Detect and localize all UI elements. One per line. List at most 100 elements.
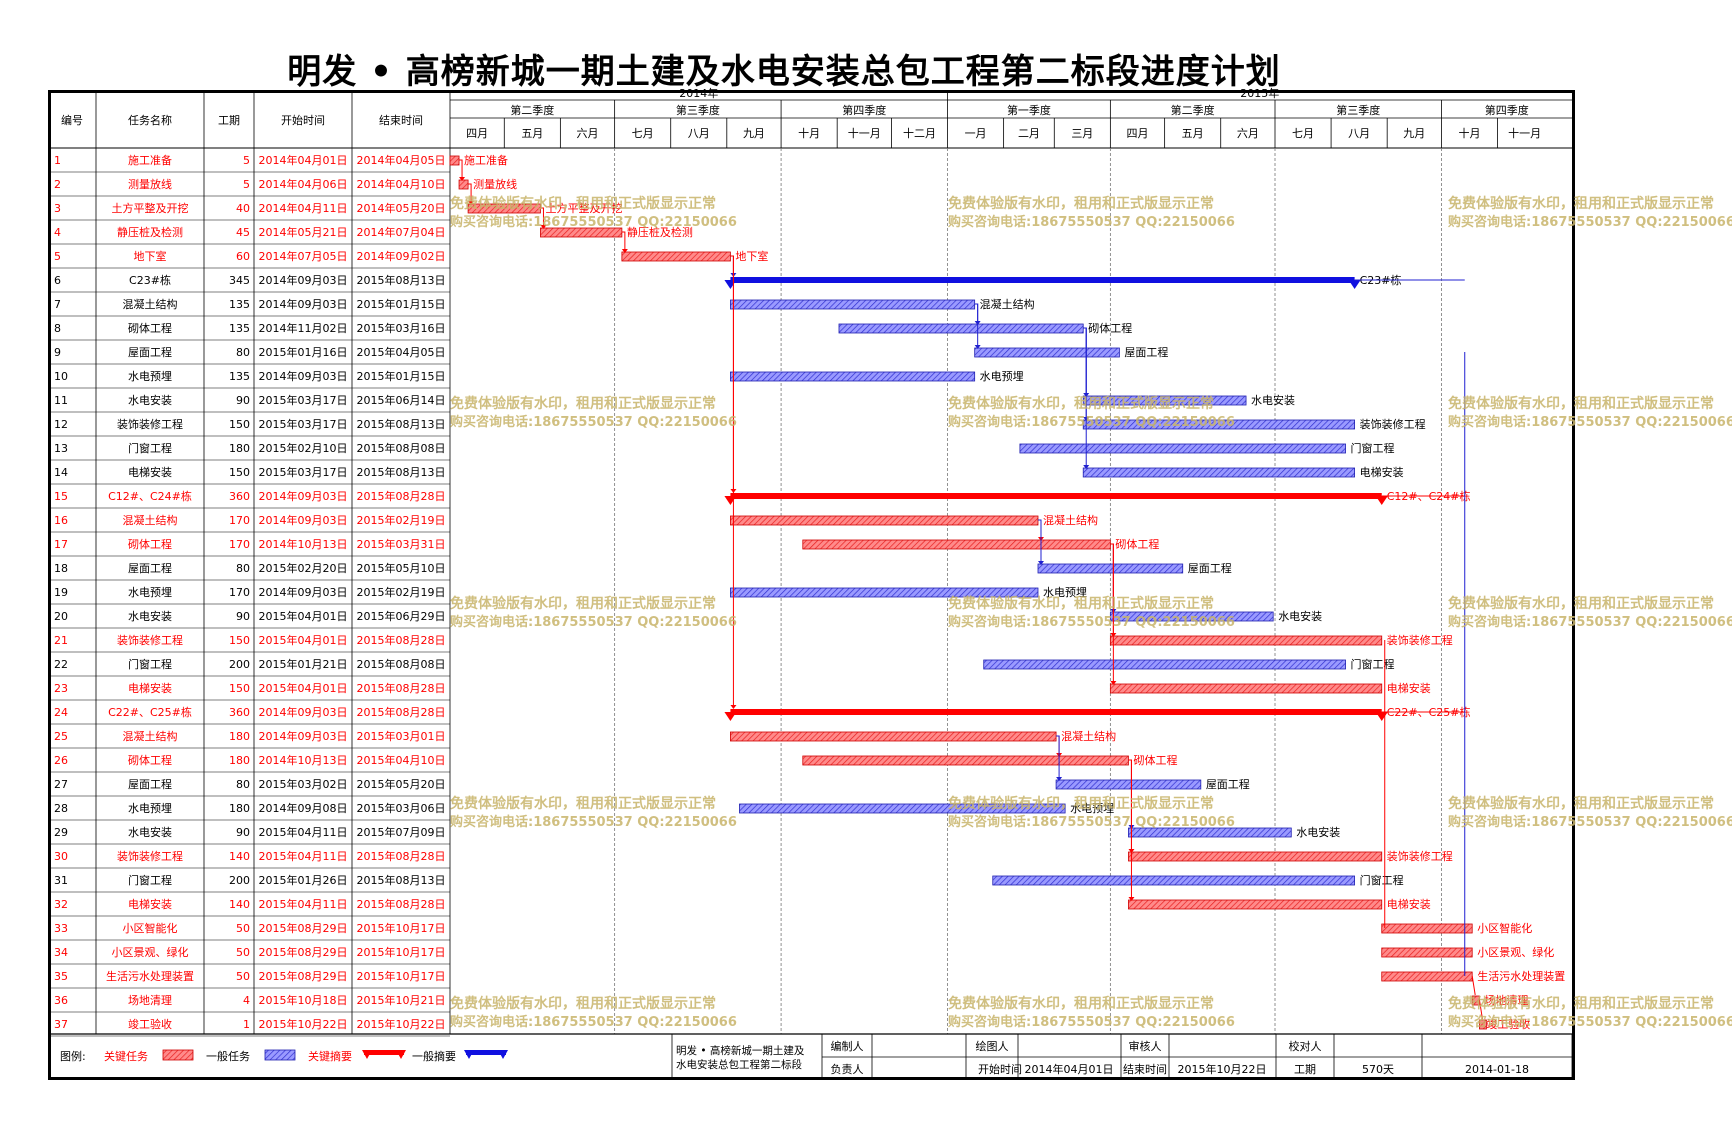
task-bar-label: 门窗工程 <box>1351 657 1395 671</box>
task-bar <box>1109 635 1383 646</box>
task-end: 2015年06月29日 <box>357 609 446 623</box>
footer-drawer-label: 绘图人 <box>976 1039 1009 1053</box>
task-start: 2015年03月17日 <box>259 393 348 407</box>
watermark-line-2: 购买咨询电话:18675550537 QQ:22150066 <box>948 214 1235 230</box>
task-end: 2014年07月04日 <box>357 225 446 239</box>
task-duration: 5 <box>243 154 250 167</box>
task-end: 2014年04月10日 <box>357 177 446 191</box>
task-name: 砌体工程 <box>128 537 172 551</box>
task-end: 2015年08月28日 <box>357 705 446 719</box>
task-id: 22 <box>54 658 68 671</box>
task-id: 26 <box>54 754 68 767</box>
task-bar <box>1019 443 1346 454</box>
task-duration: 180 <box>229 802 250 815</box>
watermark-line-2: 购买咨询电话:18675550537 QQ:22150066 <box>948 814 1235 830</box>
task-end: 2015年08月28日 <box>357 897 446 911</box>
dependency-arrow <box>1056 777 1063 781</box>
task-name: 门窗工程 <box>128 657 172 671</box>
task-duration: 150 <box>229 418 250 431</box>
task-name: 混凝土结构 <box>123 513 178 527</box>
task-duration: 170 <box>229 586 250 599</box>
task-bar-label: 水电预埋 <box>980 370 1024 383</box>
task-start: 2014年10月13日 <box>259 753 348 767</box>
task-end: 2015年05月10日 <box>357 561 446 575</box>
task-name: 屋面工程 <box>128 346 172 359</box>
task-bar <box>1082 419 1356 430</box>
task-bar <box>802 755 1129 766</box>
task-start: 2015年01月16日 <box>259 345 348 359</box>
task-id: 13 <box>54 442 68 455</box>
task-duration: 345 <box>229 274 250 287</box>
dependency-arrow <box>468 201 475 205</box>
task-end: 2015年03月01日 <box>357 729 446 743</box>
task-bar-label: 水电安装 <box>1296 825 1340 839</box>
dependency-connector <box>1478 999 1483 1020</box>
task-name: C22#、C25#栋 <box>108 705 192 719</box>
task-name: 装饰装修工程 <box>117 849 183 863</box>
task-bar <box>1082 467 1356 478</box>
task-id: 17 <box>54 538 68 551</box>
task-start: 2014年09月03日 <box>259 489 348 503</box>
task-end: 2015年03月16日 <box>357 321 446 335</box>
watermark-line-1: 免费体验版有水印，租用和正式版显示正常 <box>450 795 716 812</box>
watermark-line-2: 购买咨询电话:18675550537 QQ:22150066 <box>948 414 1235 430</box>
task-id: 28 <box>54 802 68 815</box>
year-label: 2015年 <box>1240 86 1279 100</box>
task-bar-label: 砌体工程 <box>1133 753 1177 767</box>
dependency-connector <box>1083 327 1087 466</box>
task-name: 生活污水处理装置 <box>106 969 194 983</box>
task-bar <box>1055 779 1202 790</box>
footer-end-label: 结束时间 <box>1123 1063 1167 1076</box>
legend-normal-summary-marker <box>498 1050 508 1059</box>
footer-project-line-1: 明发 • 高榜新城一期土建及 <box>676 1044 805 1057</box>
month-label: 三月 <box>1071 127 1093 140</box>
task-bar-label: 水电预埋 <box>1070 802 1114 815</box>
task-end: 2015年08月28日 <box>357 489 446 503</box>
task-name: C23#栋 <box>129 273 171 287</box>
task-duration: 135 <box>229 298 250 311</box>
task-end: 2015年08月13日 <box>357 465 446 479</box>
column-header-start: 开始时间 <box>281 113 325 127</box>
task-name: 场地清理 <box>128 993 172 1007</box>
task-duration: 50 <box>236 946 250 959</box>
task-end: 2015年08月28日 <box>357 633 446 647</box>
legend-critical-summary-marker <box>396 1050 406 1059</box>
dependency-connector <box>730 255 734 706</box>
task-start: 2015年02月10日 <box>259 441 348 455</box>
legend-label: 图例: <box>60 1049 86 1063</box>
task-start: 2014年04月11日 <box>259 201 348 215</box>
task-duration: 170 <box>229 538 250 551</box>
dependency-arrow <box>540 225 547 229</box>
task-name: 屋面工程 <box>128 778 172 791</box>
dependency-arrow <box>459 177 466 181</box>
task-start: 2015年10月18日 <box>259 993 348 1007</box>
month-label: 九月 <box>1403 127 1425 140</box>
task-bar <box>730 371 976 382</box>
task-start: 2014年07月05日 <box>259 249 348 263</box>
task-name: 混凝土结构 <box>123 297 178 311</box>
task-start: 2014年09月03日 <box>259 273 348 287</box>
summary-start-marker <box>724 280 737 289</box>
task-start: 2015年04月01日 <box>259 681 348 695</box>
watermark-line-2: 购买咨询电话:18675550537 QQ:22150066 <box>450 414 737 430</box>
column-header-end: 结束时间 <box>379 114 423 127</box>
task-id: 33 <box>54 922 68 935</box>
task-id: 2 <box>54 178 61 191</box>
task-bar-label: 混凝土结构 <box>1061 729 1116 743</box>
task-start: 2014年09月03日 <box>259 585 348 599</box>
task-name: 土方平整及开挖 <box>112 201 189 215</box>
task-bar-label: 土方平整及开挖 <box>545 201 622 215</box>
task-id: 32 <box>54 898 68 911</box>
task-end: 2015年10月17日 <box>357 945 446 959</box>
task-bar-label: 静压桩及检测 <box>627 225 693 239</box>
task-id: 14 <box>54 466 68 479</box>
task-end: 2014年05月20日 <box>357 201 446 215</box>
task-start: 2015年08月29日 <box>259 945 348 959</box>
task-start: 2014年09月08日 <box>259 801 348 815</box>
dependency-connector <box>540 207 544 226</box>
task-bar-label: 屋面工程 <box>1206 778 1250 791</box>
watermark-line-1: 免费体验版有水印，租用和正式版显示正常 <box>1448 795 1714 812</box>
task-id: 27 <box>54 778 68 791</box>
task-id: 6 <box>54 274 61 287</box>
